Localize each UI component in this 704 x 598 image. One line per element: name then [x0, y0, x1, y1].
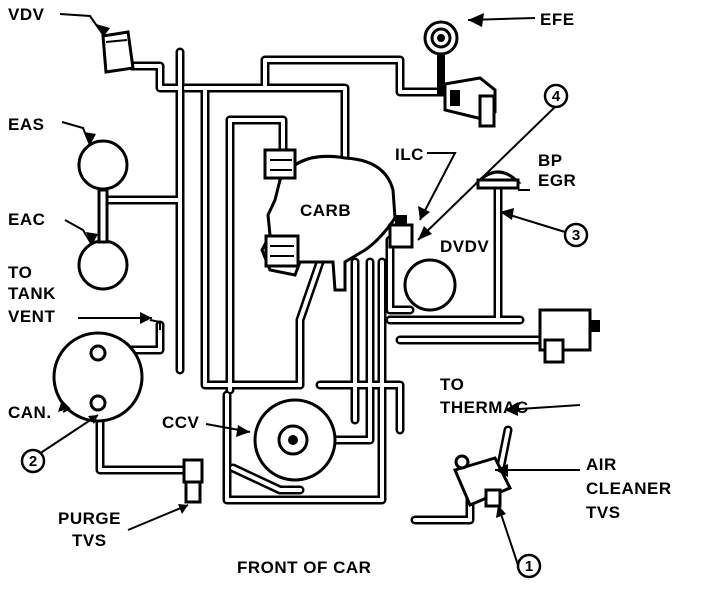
label-eas: EAS [8, 115, 44, 134]
purge-tvs [182, 458, 204, 504]
svg-text:4: 4 [552, 88, 561, 105]
label-tvs: TVS [586, 503, 621, 522]
callout-3: 3 [563, 222, 589, 248]
ccv-valve [253, 398, 337, 482]
callout-4: 4 [543, 83, 569, 109]
label-vdv: VDV [8, 5, 45, 24]
label-tank: TANK [8, 284, 56, 303]
label-efe: EFE [540, 10, 575, 29]
eac-valve [77, 239, 129, 291]
charcoal-canister [52, 331, 144, 423]
callout-1: 1 [516, 553, 542, 579]
carburetor [260, 148, 397, 292]
labels: VDV EFE EAS EAC ILC BP EGR CARB DVDV TO … [8, 5, 672, 577]
hose-core [98, 408, 192, 472]
hose-core [498, 428, 510, 472]
leader-lines [32, 13, 581, 566]
hose-outline [225, 115, 288, 155]
ilc-actuator [388, 215, 414, 249]
hose-core [298, 260, 322, 387]
eas-eac-link [97, 188, 109, 244]
hose-core [203, 88, 302, 387]
label-front-of-car: FRONT OF CAR [237, 558, 371, 577]
hose-core [328, 260, 372, 442]
label-ccv: CCV [162, 413, 200, 432]
label-egr: EGR [538, 171, 576, 190]
label-carb: CARB [300, 201, 351, 220]
label-bp: BP [538, 151, 563, 170]
hose-core [318, 383, 402, 432]
svg-text:2: 2 [29, 453, 37, 470]
label-thermac: THERMAC [440, 398, 529, 417]
dvdv-valve [403, 258, 457, 312]
svg-text:1: 1 [525, 558, 533, 575]
egr-solenoid [538, 308, 600, 364]
label-to-thermac-1: TO [440, 375, 464, 394]
hose-core [184, 86, 347, 162]
svg-text:3: 3 [572, 227, 580, 244]
arrowheads [58, 13, 518, 518]
hose-core [225, 260, 384, 502]
hose-core [106, 64, 182, 202]
label-eac: EAC [8, 210, 45, 229]
efe-actuator [423, 20, 497, 128]
hose-outline [410, 485, 475, 525]
vdv-valve [101, 30, 135, 74]
label-to: TO [8, 263, 32, 282]
bp-egr-valve [474, 170, 522, 190]
label-dvdv: DVDV [440, 237, 489, 256]
tank-vent-stub [149, 319, 161, 330]
hose-core [228, 118, 285, 152]
label-purge: PURGE [58, 509, 121, 528]
label-ilc: ILC [395, 145, 424, 164]
hose-core [388, 238, 412, 312]
hose-core [231, 466, 302, 492]
label-vent: VENT [8, 307, 55, 326]
callout-2: 2 [20, 448, 46, 474]
eas-valve [77, 139, 129, 191]
hose-outline [295, 257, 325, 390]
label-air: AIR [586, 455, 617, 474]
label-can: CAN. [8, 403, 52, 422]
label-cleaner: CLEANER [586, 479, 672, 498]
label-purge-tvs: TVS [72, 531, 107, 550]
